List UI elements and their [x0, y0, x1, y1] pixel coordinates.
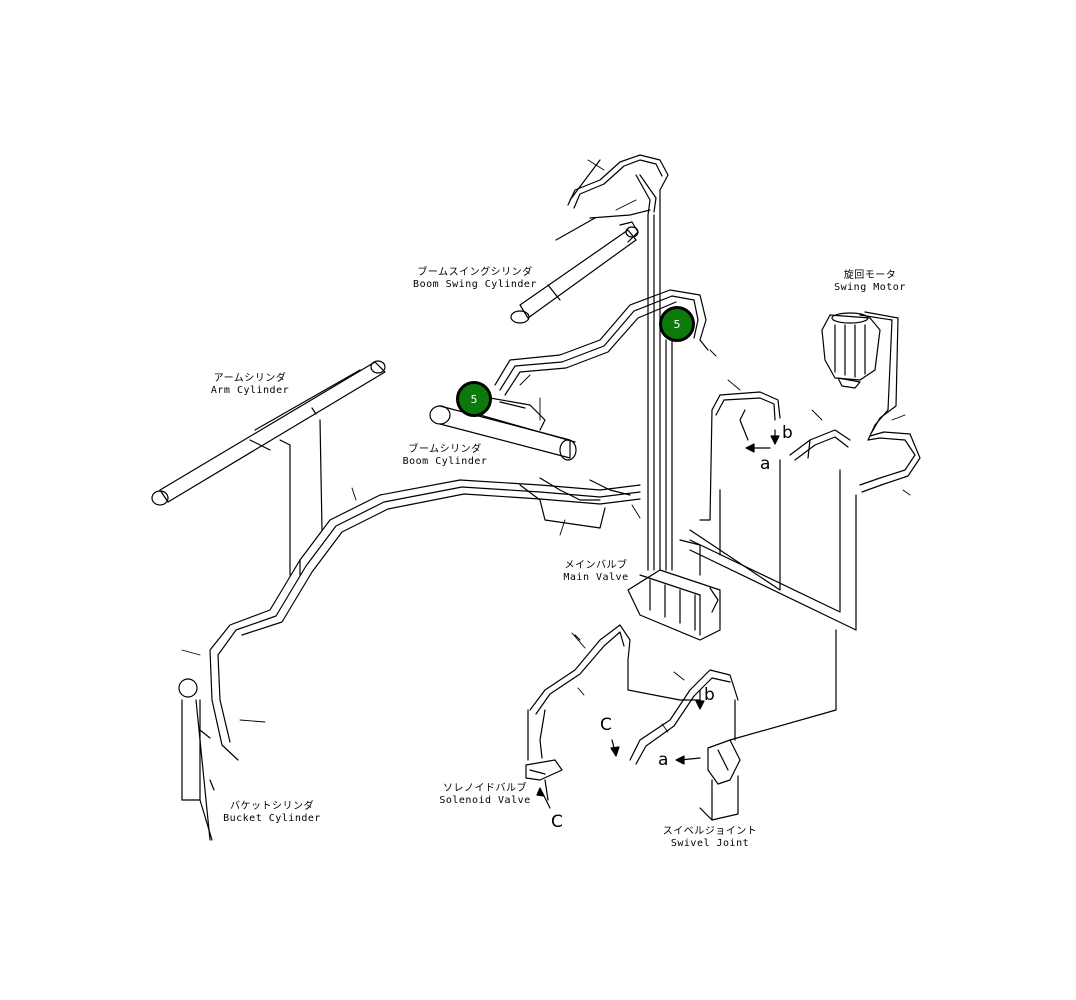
bucket-hoses: [209, 477, 641, 761]
label-bucket-cylinder-en: Bucket Cylinder: [223, 813, 321, 824]
right-pipes: [689, 409, 857, 741]
letter-c-upper: C: [600, 715, 612, 735]
boom-cylinder-drawing: [429, 397, 577, 461]
label-boom-cylinder-jp: ブームシリンダ: [408, 444, 482, 455]
solenoid-valve-drawing: [525, 759, 563, 801]
label-main-valve: メインバルブ Main Valve: [556, 560, 636, 584]
arm-cylinder-drawing: [151, 360, 386, 576]
label-swivel-joint-jp: スイベルジョイント: [662, 826, 758, 837]
label-main-valve-en: Main Valve: [563, 572, 629, 583]
letter-a-upper: a: [760, 454, 771, 474]
label-arm-cylinder: アームシリンダ Arm Cylinder: [200, 373, 300, 397]
label-solenoid-valve-jp: ソレノイドバルブ: [443, 783, 527, 794]
leader-lines: [181, 159, 911, 733]
main-valve-drawing: [627, 539, 721, 641]
label-main-valve-jp: メインバルブ: [564, 560, 628, 571]
arrows: [536, 429, 780, 809]
label-swivel-joint: スイベルジョイント Swivel Joint: [650, 826, 770, 850]
label-arm-cylinder-en: Arm Cylinder: [210, 385, 290, 396]
callout-5-lower[interactable]: 5: [456, 381, 492, 417]
label-bucket-cylinder-jp: バケットシリンダ: [230, 801, 314, 812]
vertical-pipes: [647, 214, 673, 571]
label-solenoid-valve-en: Solenoid Valve: [439, 795, 531, 806]
boom-swing-cylinder-drawing: [510, 221, 639, 324]
swing-motor-drawing: [821, 312, 881, 389]
letter-c-lower: C: [551, 812, 563, 832]
callout-5-upper[interactable]: 5: [659, 306, 695, 342]
boom-hoses: [494, 289, 709, 396]
bucket-cylinder-drawing: [178, 678, 215, 841]
label-boom-swing-cylinder-en: Boom Swing Cylinder: [413, 279, 537, 290]
label-swing-motor-en: Swing Motor: [834, 282, 906, 293]
label-arm-cylinder-jp: アームシリンダ: [213, 373, 287, 384]
label-boom-cylinder: ブームシリンダ Boom Cylinder: [390, 444, 500, 468]
swivel-joint-drawing: [699, 699, 741, 821]
label-swivel-joint-en: Swivel Joint: [670, 838, 750, 849]
label-swing-motor-jp: 旋回モータ: [843, 270, 897, 281]
label-swing-motor: 旋回モータ Swing Motor: [820, 270, 920, 294]
letter-b-lower: b: [704, 685, 715, 705]
letter-b-upper: b: [782, 423, 793, 443]
letter-a-lower: a: [658, 750, 669, 770]
boom-swing-hoses: [555, 154, 669, 251]
lower-hoses: [527, 624, 739, 765]
label-boom-swing-cylinder: ブームスイングシリンダ Boom Swing Cylinder: [400, 267, 550, 291]
label-boom-swing-cylinder-jp: ブームスイングシリンダ: [417, 267, 533, 278]
label-solenoid-valve: ソレノイドバルブ Solenoid Valve: [430, 783, 540, 807]
swing-motor-hoses: [711, 311, 921, 493]
label-boom-cylinder-en: Boom Cylinder: [402, 456, 488, 467]
label-bucket-cylinder: バケットシリンダ Bucket Cylinder: [212, 801, 332, 825]
